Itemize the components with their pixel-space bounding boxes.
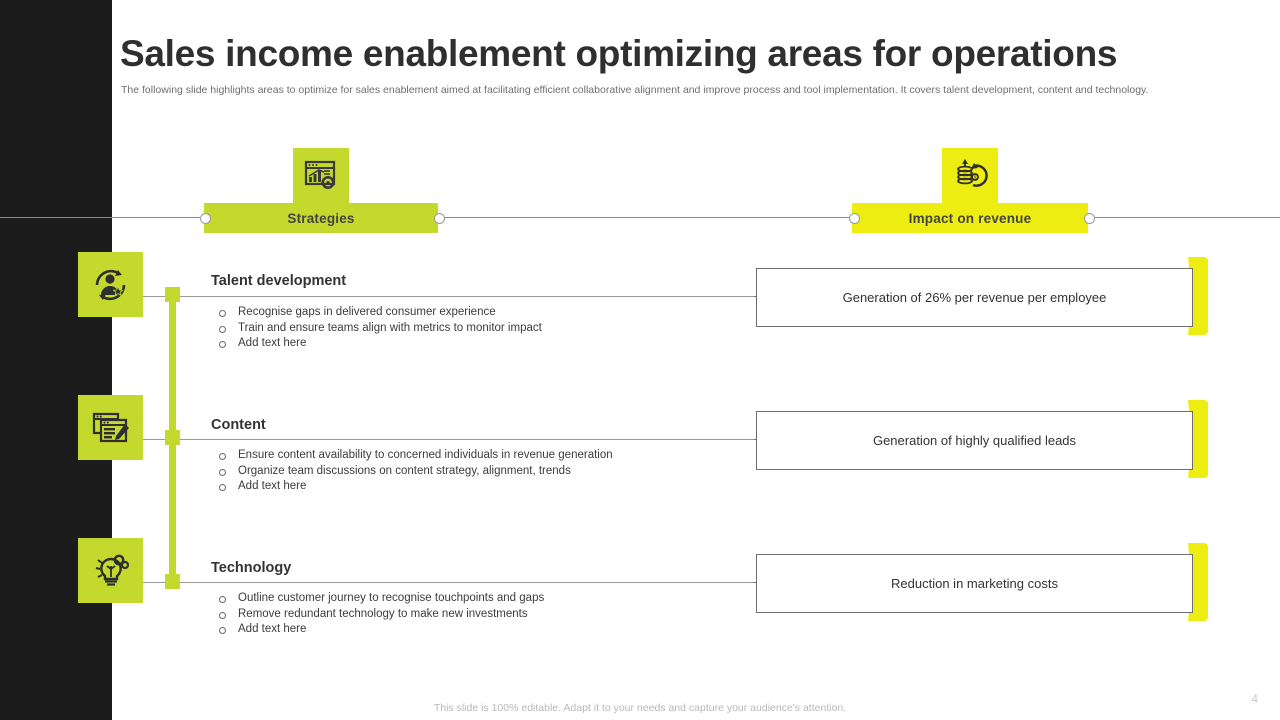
bullet-item: Ensure content availability to concerned… xyxy=(211,448,613,464)
result-text: Reduction in marketing costs xyxy=(891,576,1058,591)
footer-note: This slide is 100% editable. Adapt it to… xyxy=(433,702,847,714)
chart-gear-icon xyxy=(304,160,336,189)
axis-dot-right-impact xyxy=(1084,213,1095,224)
page-title: Sales income enablement optimizing areas… xyxy=(120,33,1118,74)
section-bullets-content: Ensure content availability to concerned… xyxy=(211,448,613,495)
result-box-content[interactable]: Generation of highly qualified leads xyxy=(756,411,1193,470)
strategies-label: Strategies xyxy=(287,210,355,226)
bullet-text: Outline customer journey to recognise to… xyxy=(238,592,545,604)
bullet-marker-icon xyxy=(219,310,226,317)
bullet-text: Remove redundant technology to make new … xyxy=(238,607,528,620)
impact-label: Impact on revenue xyxy=(908,210,1032,226)
bullet-text: Organize team discussions on content str… xyxy=(238,464,571,477)
bullet-item: Train and ensure teams align with metric… xyxy=(211,321,542,337)
spine-node-content xyxy=(165,430,180,445)
bullet-item: Remove redundant technology to make new … xyxy=(211,607,544,623)
impact-icon-tab: $ xyxy=(942,148,998,203)
svg-text:$: $ xyxy=(974,175,977,181)
page-number: 4 xyxy=(1251,692,1258,706)
section-bullets-talent-development: Recognise gaps in delivered consumer exp… xyxy=(211,305,542,352)
bullet-text: Recognise gaps in delivered consumer exp… xyxy=(238,306,496,318)
section-icon-technology xyxy=(78,538,143,603)
section-bullets-technology: Outline customer journey to recognise to… xyxy=(211,591,544,638)
bullet-marker-icon xyxy=(219,484,226,492)
person-cycle-star-icon xyxy=(95,269,125,300)
strategies-icon-tab xyxy=(293,148,349,203)
spine-node-technology xyxy=(165,574,180,589)
timeline-axis xyxy=(0,217,1280,218)
page-subtitle: The following slide highlights areas to … xyxy=(121,84,1149,96)
bullet-marker-icon xyxy=(219,611,226,619)
result-accent-technology xyxy=(1188,543,1208,621)
left-dark-band xyxy=(0,0,112,720)
bullet-marker-icon xyxy=(219,325,226,333)
section-heading-technology: Technology xyxy=(211,560,292,576)
bullet-marker-icon xyxy=(219,596,226,603)
column-header-strategies[interactable]: Strategies xyxy=(204,203,438,233)
coins-growth-icon: $ xyxy=(957,158,988,187)
result-box-technology[interactable]: Reduction in marketing costs xyxy=(756,554,1193,613)
bullet-text: Train and ensure teams align with metric… xyxy=(238,321,542,334)
section-heading-talent-development: Talent development xyxy=(211,273,347,289)
result-box-talent-development[interactable]: Generation of 26% per revenue per employ… xyxy=(756,268,1193,327)
section-rule-talent-development xyxy=(143,296,755,297)
section-icon-talent-development xyxy=(78,252,143,317)
result-text: Generation of highly qualified leads xyxy=(872,433,1077,448)
bullet-item: Recognise gaps in delivered consumer exp… xyxy=(211,305,542,321)
section-icon-content xyxy=(78,395,143,460)
windows-pencil-icon xyxy=(92,412,129,442)
section-heading-content: Content xyxy=(211,417,266,433)
result-accent-content xyxy=(1188,400,1208,478)
result-text: Generation of 26% per revenue per employ… xyxy=(842,290,1107,305)
result-accent-talent xyxy=(1188,257,1208,335)
bullet-item: Add text here xyxy=(211,336,542,352)
bullet-text: Add text here xyxy=(238,623,307,636)
bullet-marker-icon xyxy=(219,627,226,635)
bullet-item: Add text here xyxy=(211,622,544,638)
section-rule-technology xyxy=(143,582,755,583)
section-rule-content xyxy=(143,439,755,440)
result-connector-content xyxy=(754,439,756,440)
bullet-item: Add text here xyxy=(211,479,613,495)
bullet-marker-icon xyxy=(219,468,226,476)
bullet-text: Add text here xyxy=(238,480,307,493)
column-header-impact[interactable]: Impact on revenue xyxy=(852,203,1088,233)
bullet-marker-icon xyxy=(219,341,226,349)
bulb-gears-icon xyxy=(95,554,129,586)
result-connector-technology xyxy=(754,582,756,583)
result-connector-talent xyxy=(754,296,756,297)
bullet-marker-icon xyxy=(219,453,226,460)
spine-node-talent xyxy=(165,287,180,302)
axis-dot-left-strategies xyxy=(200,213,211,224)
bullet-text: Add text here xyxy=(238,337,307,350)
bullet-item: Outline customer journey to recognise to… xyxy=(211,591,544,607)
bullet-item: Organize team discussions on content str… xyxy=(211,464,613,480)
axis-dot-right-strategies xyxy=(434,213,445,224)
axis-dot-left-impact xyxy=(849,213,860,224)
bullet-text: Ensure content availability to concerned… xyxy=(238,449,613,461)
